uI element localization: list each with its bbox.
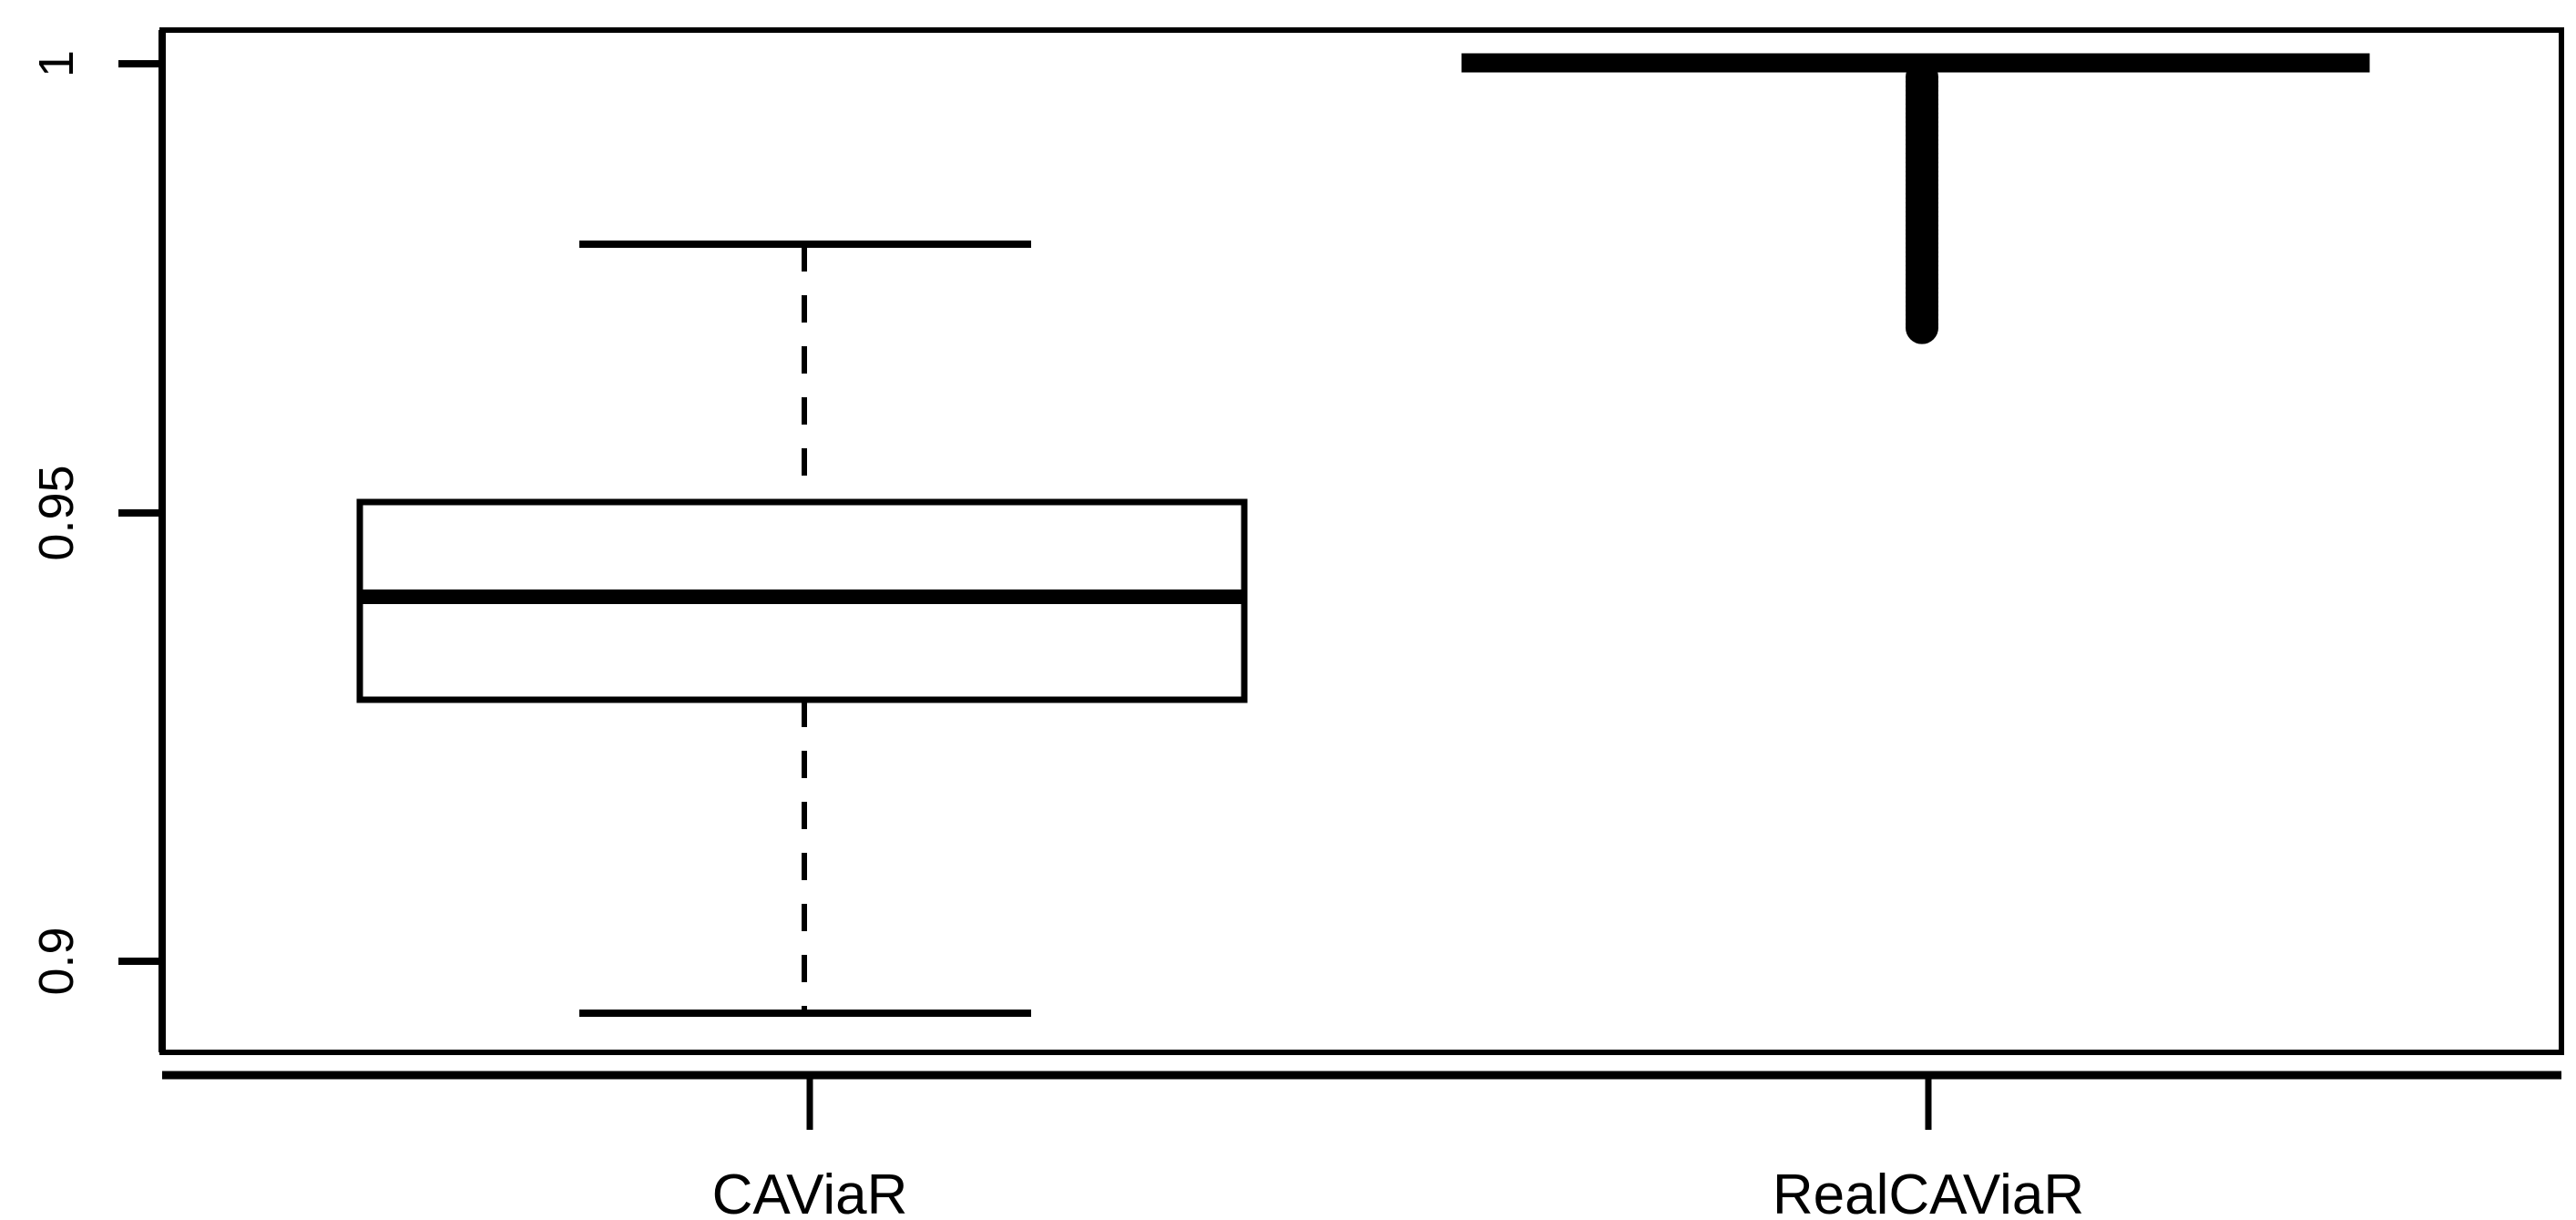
y-axis: 1 0.95 0.9 bbox=[29, 30, 166, 1052]
x-tick-label-realcaviar: RealCAViaR bbox=[1773, 1164, 2084, 1220]
outlier-point bbox=[1906, 311, 1938, 344]
box-group-caviar bbox=[356, 241, 1248, 1017]
y-tick-label-0-95: 0.95 bbox=[29, 465, 84, 560]
y-tick-label-0-9: 0.9 bbox=[29, 927, 84, 995]
x-axis: CAViaR RealCAViaR bbox=[162, 1071, 2561, 1220]
box-group-realcaviar bbox=[1461, 53, 2370, 344]
outlier-stack-realcaviar bbox=[1906, 60, 1938, 344]
y-tick-label-1: 1 bbox=[29, 50, 84, 77]
x-tick-label-caviar: CAViaR bbox=[712, 1164, 908, 1220]
